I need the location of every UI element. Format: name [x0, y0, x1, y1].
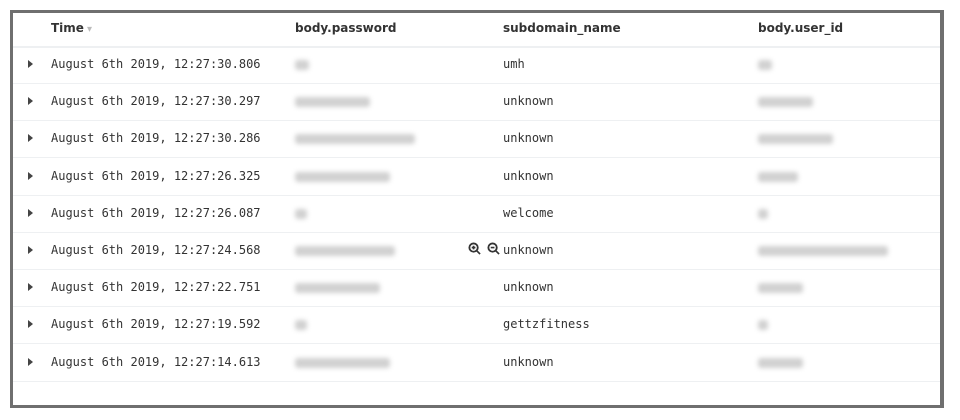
table-row[interactable]: August 6th 2019, 12:27:19.592 gettzfitne…	[13, 306, 940, 345]
sort-descending-icon[interactable]: ▾	[86, 24, 92, 35]
zoom-out-icon[interactable]	[487, 242, 500, 255]
subdomain-cell: unknown	[503, 354, 554, 369]
table-row[interactable]: August 6th 2019, 12:27:30.297 unknown	[13, 83, 940, 122]
column-header-password[interactable]: body.password	[295, 21, 397, 35]
redacted-password	[295, 320, 307, 331]
time-cell: August 6th 2019, 12:27:19.592	[51, 317, 261, 332]
redacted-user-id	[758, 171, 798, 182]
redacted-user-id	[758, 357, 803, 368]
subdomain-cell: unknown	[503, 280, 554, 295]
redacted-password	[295, 171, 390, 182]
column-header-subdomain[interactable]: subdomain_name	[503, 21, 621, 35]
time-cell: August 6th 2019, 12:27:14.613	[51, 354, 261, 369]
time-cell: August 6th 2019, 12:27:30.297	[51, 94, 261, 109]
redacted-user-id	[758, 97, 813, 108]
table-row[interactable]: August 6th 2019, 12:27:24.568 unknown	[13, 232, 940, 270]
subdomain-cell: welcome	[503, 205, 554, 220]
table-row[interactable]: August 6th 2019, 12:27:26.325 unknown	[13, 158, 940, 196]
subdomain-cell: unknown	[503, 168, 554, 183]
time-cell: August 6th 2019, 12:27:22.751	[51, 280, 261, 295]
subdomain-cell: unknown	[503, 94, 554, 109]
redacted-password	[295, 357, 390, 368]
expand-row-icon[interactable]	[28, 246, 33, 254]
redacted-user-id	[758, 134, 833, 145]
expand-row-icon[interactable]	[28, 97, 33, 106]
column-header-user-id[interactable]: body.user_id	[758, 21, 844, 35]
expand-row-icon[interactable]	[28, 134, 33, 143]
zoom-in-icon[interactable]	[468, 242, 481, 255]
redacted-password	[295, 283, 380, 294]
expand-row-icon[interactable]	[28, 283, 33, 292]
redacted-password	[295, 97, 370, 108]
expand-row-icon[interactable]	[28, 60, 33, 68]
table-row[interactable]: August 6th 2019, 12:27:30.286 unknown	[13, 120, 940, 159]
results-table: Time▾ body.password subdomain_name body.…	[10, 10, 944, 408]
expand-row-icon[interactable]	[28, 171, 33, 180]
subdomain-cell: unknown	[503, 243, 554, 257]
time-cell: August 6th 2019, 12:27:30.806	[51, 57, 261, 71]
table-row[interactable]: August 6th 2019, 12:27:26.087 welcome	[13, 195, 940, 233]
redacted-user-id	[758, 60, 772, 70]
column-header-time[interactable]: Time▾	[51, 21, 92, 35]
redacted-user-id	[758, 208, 768, 219]
table-row[interactable]: August 6th 2019, 12:27:30.806 umh	[13, 46, 940, 84]
redacted-password	[295, 208, 307, 219]
time-cell: August 6th 2019, 12:27:24.568	[51, 243, 261, 257]
expand-row-icon[interactable]	[28, 208, 33, 217]
table-header: Time▾ body.password subdomain_name body.…	[13, 13, 940, 48]
table-row[interactable]: August 6th 2019, 12:27:22.751 unknown	[13, 269, 940, 308]
redacted-password	[295, 60, 309, 70]
redacted-user-id	[758, 246, 888, 256]
expand-row-icon[interactable]	[28, 320, 33, 329]
table-row[interactable]: August 6th 2019, 12:27:14.613 unknown	[13, 344, 940, 382]
subdomain-cell: unknown	[503, 131, 554, 146]
time-cell: August 6th 2019, 12:27:30.286	[51, 131, 261, 146]
redacted-password	[295, 134, 415, 145]
redacted-password	[295, 246, 395, 256]
redacted-user-id	[758, 320, 768, 331]
time-cell: August 6th 2019, 12:27:26.325	[51, 168, 261, 183]
subdomain-cell: gettzfitness	[503, 317, 590, 332]
redacted-user-id	[758, 283, 803, 294]
filter-buttons	[468, 242, 500, 255]
expand-row-icon[interactable]	[28, 357, 33, 366]
time-cell: August 6th 2019, 12:27:26.087	[51, 205, 261, 220]
subdomain-cell: umh	[503, 57, 525, 71]
